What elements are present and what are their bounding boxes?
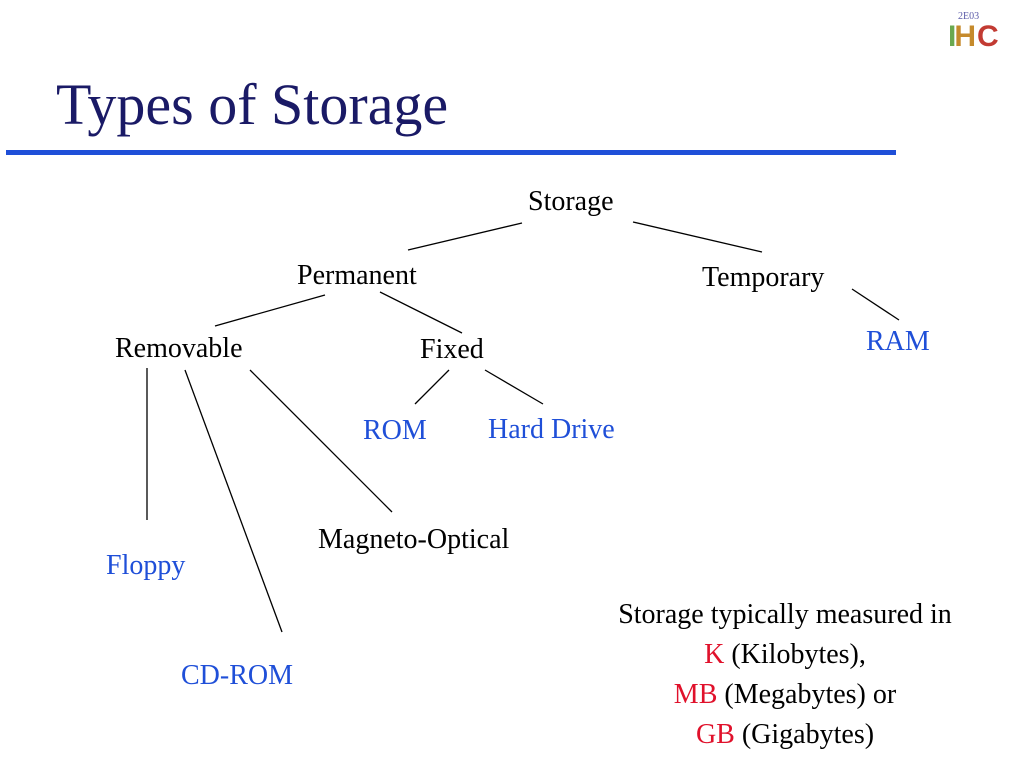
node-floppy: Floppy bbox=[106, 550, 186, 581]
node-ram: RAM bbox=[866, 326, 930, 357]
unit-gb-desc: (Gigabytes) bbox=[734, 719, 875, 750]
connector-removable-cd-rom bbox=[184, 369, 283, 633]
note-line-megabytes: MB (Megabytes) or bbox=[560, 675, 1010, 715]
node-magneto-optical: Magneto-Optical bbox=[318, 524, 510, 555]
logo-letter-h: H bbox=[954, 20, 977, 53]
logo-caption: 2E03 bbox=[958, 11, 980, 22]
node-cd-rom: CD-ROM bbox=[181, 660, 294, 691]
slide-title: Types of Storage bbox=[56, 72, 449, 137]
logo-letter-c: C bbox=[977, 20, 999, 53]
ihc-logo: 2E03 IHC bbox=[948, 12, 1006, 60]
connector-removable-magneto-optical bbox=[249, 369, 393, 513]
storage-units-note: Storage typically measured in K (Kilobyt… bbox=[560, 595, 1010, 755]
unit-gb: GB bbox=[695, 719, 735, 750]
connector-permanent-fixed bbox=[379, 291, 463, 334]
note-line-gigabytes: GB (Gigabytes) bbox=[560, 715, 1010, 755]
node-temporary: Temporary bbox=[702, 262, 825, 293]
unit-mb-desc: (Megabytes) or bbox=[717, 679, 897, 710]
connector-storage-permanent bbox=[407, 222, 523, 251]
connector-storage-temporary bbox=[632, 221, 763, 253]
logo-letter-i: I bbox=[948, 20, 956, 53]
unit-k: K bbox=[704, 639, 725, 670]
connector-fixed-rom bbox=[414, 369, 450, 405]
node-storage: Storage bbox=[528, 186, 614, 217]
node-removable: Removable bbox=[115, 333, 243, 364]
node-hard-drive: Hard Drive bbox=[488, 414, 615, 445]
connector-permanent-removable bbox=[214, 294, 326, 327]
node-fixed: Fixed bbox=[420, 334, 484, 365]
node-permanent: Permanent bbox=[297, 260, 417, 291]
logo-letters: IHC bbox=[948, 22, 999, 52]
note-line-kilobytes: K (Kilobytes), bbox=[560, 635, 1010, 675]
unit-k-desc: (Kilobytes), bbox=[724, 639, 866, 670]
note-line-intro: Storage typically measured in bbox=[618, 599, 952, 630]
node-rom: ROM bbox=[363, 415, 427, 446]
title-underline bbox=[6, 150, 896, 155]
unit-mb: MB bbox=[673, 679, 718, 710]
connector-fixed-hard-drive bbox=[484, 369, 544, 405]
connector-temporary-ram bbox=[851, 288, 900, 321]
